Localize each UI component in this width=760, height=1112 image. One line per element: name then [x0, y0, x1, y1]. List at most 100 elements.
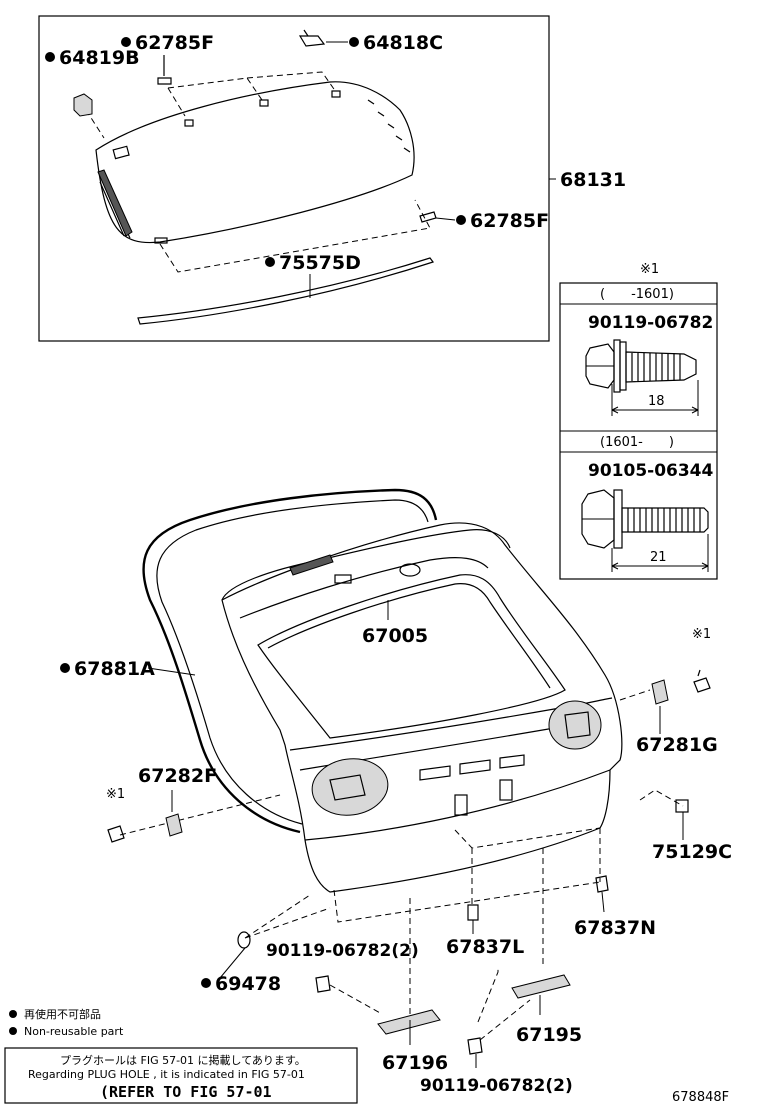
top-slot [334, 574, 352, 584]
label-molding: 75575D [279, 252, 361, 274]
lock-bracket-left [165, 813, 183, 837]
bolt-range-1: ( -1601) [600, 287, 674, 302]
right-lamp-pocket [548, 700, 602, 750]
label-spacer-right: 62785F [470, 210, 549, 232]
label-spacer-top: 62785F [135, 32, 214, 54]
lock-bracket-right [651, 679, 669, 705]
glass-tab-4 [331, 90, 341, 98]
door-guide-lower [333, 827, 601, 1023]
glass-guide-upper [167, 71, 337, 117]
diagram-id: 678848F [672, 1090, 729, 1105]
label-bracket: 64818C [363, 32, 443, 54]
backdoor-top-shoulder [221, 529, 511, 601]
door-guide-trim-left [329, 984, 383, 1015]
label-cushion-right: 67837N [574, 917, 656, 939]
slot-right [499, 779, 513, 801]
backdoor-panel [221, 522, 623, 893]
weatherstrip-inner [156, 499, 429, 825]
backdoor-lower-line [304, 769, 611, 841]
label-weatherstrip: 67881A [74, 658, 155, 680]
leader [219, 947, 246, 979]
backdoor-window-opening [257, 574, 566, 739]
leader [435, 217, 456, 221]
right-pocket-detail [564, 711, 591, 739]
label-hinge-cover: 64819B [59, 47, 140, 69]
backdoor-crossbar [289, 697, 613, 751]
bolt-range-2: (1601- ) [600, 435, 674, 450]
glass-guide-lower [159, 199, 431, 273]
leader [601, 891, 605, 913]
rear-glass-band [97, 169, 133, 237]
bolt-1-drawing [585, 339, 699, 416]
trim-right [511, 974, 571, 999]
label-trim-left: 67196 [382, 1052, 448, 1074]
bolt-left [107, 825, 125, 843]
glass-tab [112, 145, 130, 160]
screw-left [315, 975, 331, 993]
label-plug: 75129C [652, 841, 732, 863]
bolt-length-2: 21 [650, 550, 667, 565]
door-guide-right [619, 689, 651, 701]
glass-tab-5 [154, 237, 168, 244]
leader [147, 667, 196, 676]
door-guide-left [119, 794, 281, 836]
molding-strip [137, 257, 434, 325]
bolt-2-drawing [581, 489, 709, 572]
note-ref: (REFER TO FIG 57-01 [100, 1083, 272, 1101]
top-hole [399, 563, 421, 577]
label-screw-bottom: 90119-06782(2) [420, 1076, 573, 1096]
hinge-cover [73, 93, 93, 117]
nonreusable-dot [45, 52, 55, 62]
nonreusable-dot [201, 978, 211, 988]
spacer-top [157, 55, 172, 85]
marker-right: ※1 [692, 627, 711, 642]
bolt-table-marker: ※1 [640, 262, 659, 277]
glass-tab-3 [259, 99, 269, 107]
backdoor-header [239, 557, 489, 619]
cushion-right [595, 875, 609, 893]
plug [675, 799, 689, 813]
legend-dot [9, 1027, 17, 1035]
left-pocket-detail [329, 774, 366, 801]
door-guide-trim-right [479, 999, 531, 1041]
label-trim-right: 67195 [516, 1024, 582, 1046]
legend-en: Non-reusable part [24, 1025, 124, 1038]
label-panel: 67005 [362, 625, 428, 647]
nonreusable-dot [60, 663, 70, 673]
note-box-frame [4, 1047, 358, 1104]
cushion-center [467, 904, 479, 921]
trim-left [377, 1009, 441, 1035]
note-jp: プラグホールは FIG 57-01 に掲載してあります。 [60, 1053, 306, 1067]
door-guide-grommet [244, 894, 331, 939]
bolt-right [693, 669, 711, 693]
label-cushion-center: 67837L [446, 936, 524, 958]
nonreusable-dot [265, 257, 275, 267]
note-en: Regarding PLUG HOLE , it is indicated in… [28, 1068, 305, 1081]
nonreusable-dot [456, 215, 466, 225]
left-lamp-pocket [311, 758, 389, 816]
legend-dot [9, 1010, 17, 1018]
slot-left [454, 794, 468, 816]
top-rib [289, 554, 334, 576]
bracket [298, 29, 326, 47]
label-lock-left: 67282F [138, 765, 217, 787]
nonreusable-dot [349, 37, 359, 47]
label-grommet: 69478 [215, 973, 281, 995]
screw-bottom [467, 1037, 483, 1055]
backdoor-window-inner [267, 583, 551, 689]
legend-jp: 再使用不可部品 [24, 1007, 101, 1021]
label-lock-right: 67281G [636, 734, 718, 756]
bolt-part-2: 90105-06344 [588, 461, 714, 481]
weatherstrip [142, 488, 438, 834]
bolt-length-1: 18 [648, 394, 665, 409]
rear-glass [95, 81, 415, 244]
grommet [237, 931, 251, 949]
marker-left: ※1 [106, 787, 125, 802]
label-screw-left: 90119-06782(2) [266, 941, 419, 961]
center-latch-area [419, 754, 525, 781]
bolt-part-1: 90119-06782 [588, 313, 713, 333]
label-glass-assembly: 68131 [560, 169, 626, 191]
glass-tab-2 [184, 119, 194, 127]
glass-right-clips [367, 99, 411, 153]
